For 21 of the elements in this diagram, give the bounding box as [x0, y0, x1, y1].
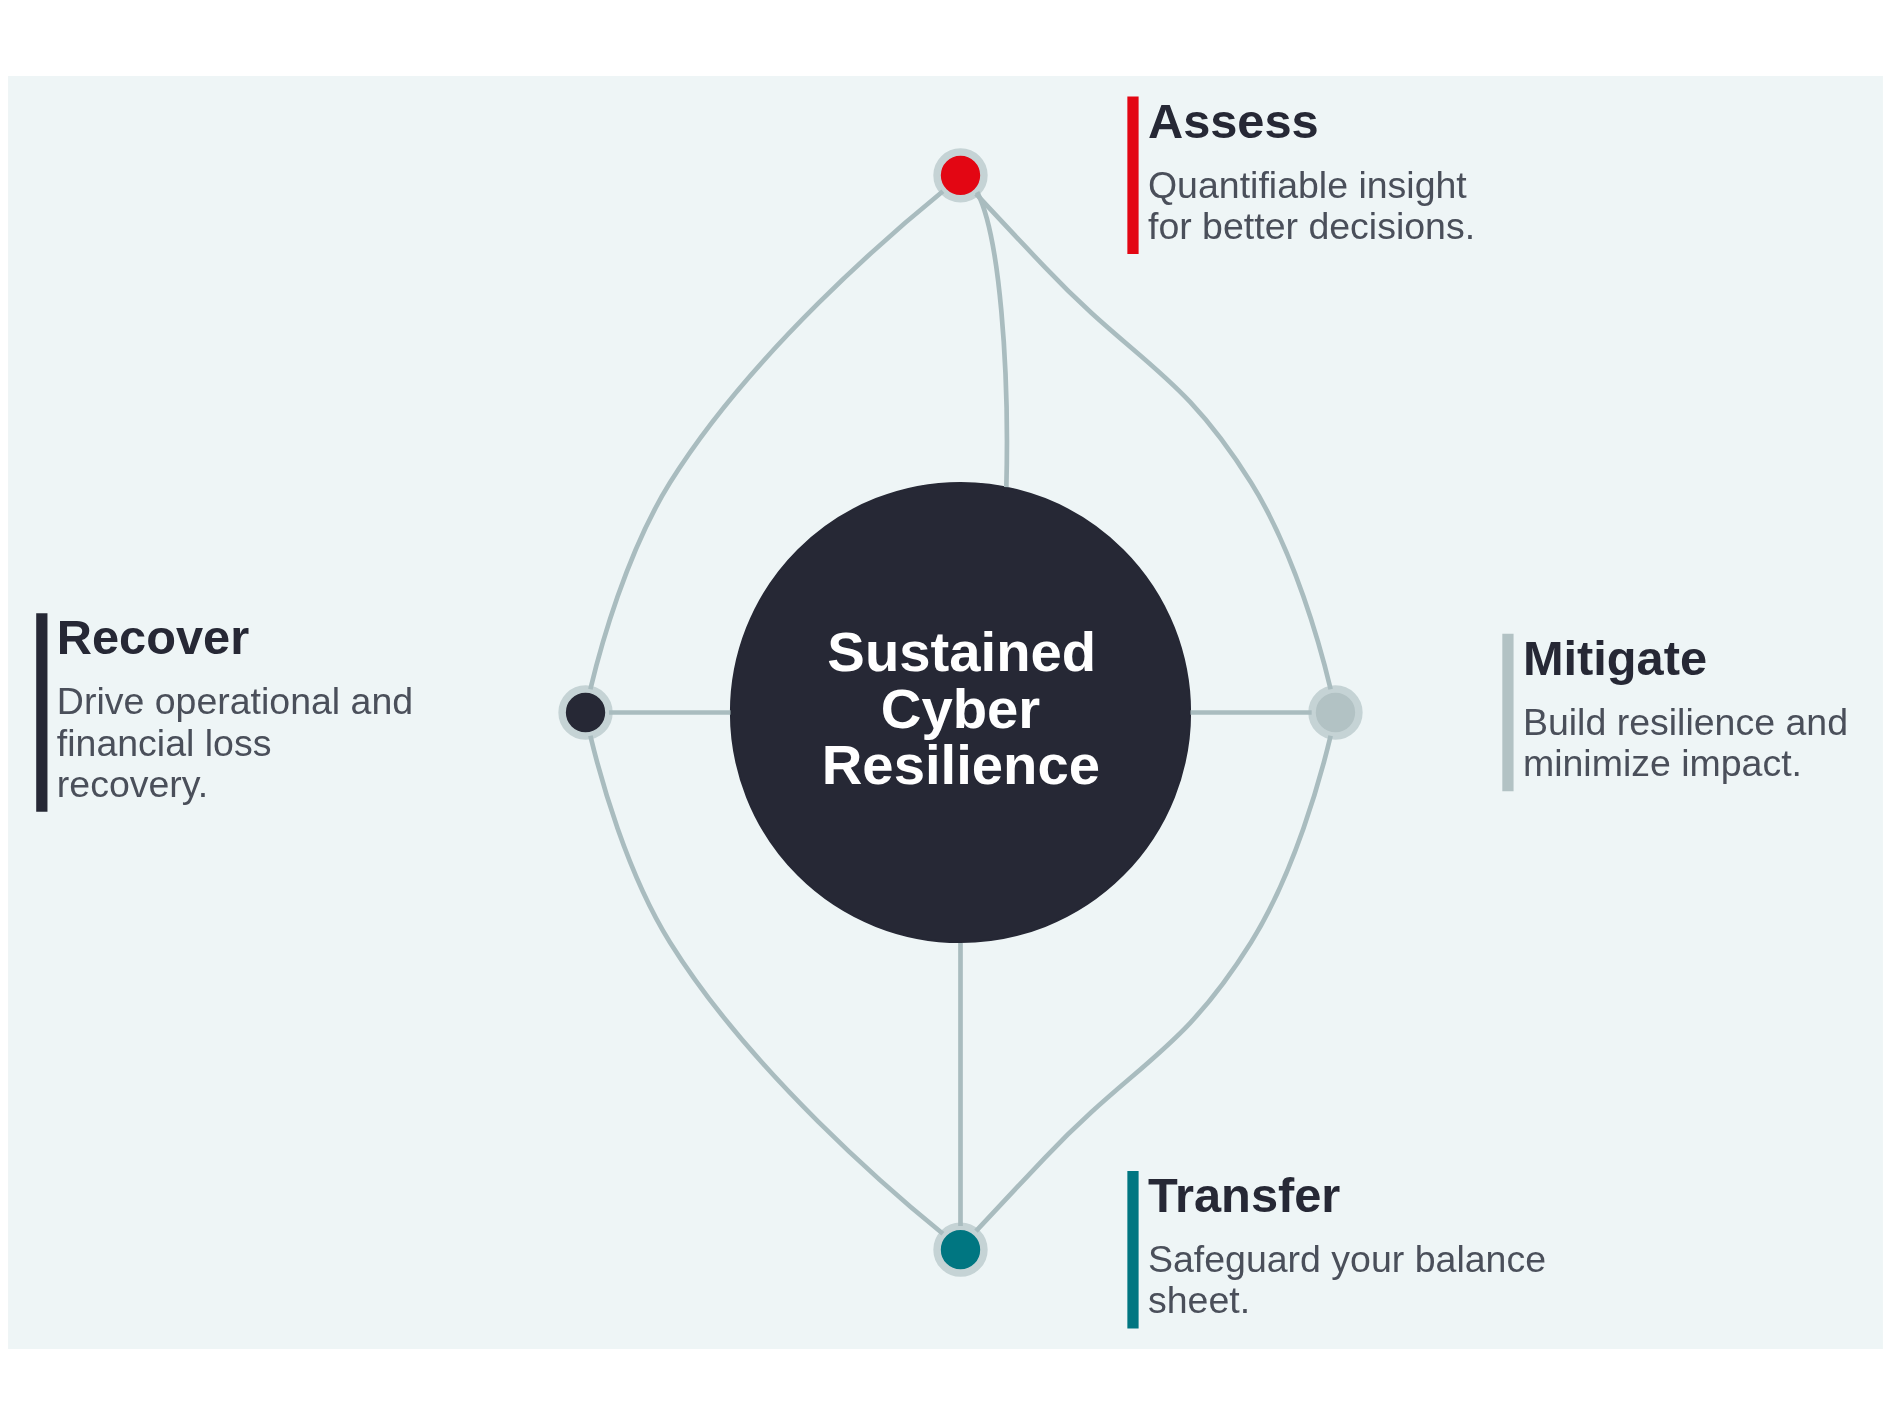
connector	[975, 191, 1010, 488]
connector	[974, 735, 1333, 1233]
connector	[1190, 710, 1312, 715]
node-label: Transfer	[1147, 1167, 1341, 1222]
node-circle	[933, 148, 988, 203]
node-label: Safeguard your balance sheet.	[1147, 1238, 1547, 1322]
node-label: Assess	[1147, 93, 1319, 148]
node-label: Quantifiable insight for better decisions.	[1147, 163, 1476, 248]
node-circle: Sustained Cyber Resilience	[729, 481, 1192, 944]
node-circle	[933, 1222, 988, 1277]
node-label: Recover	[56, 610, 250, 665]
connector	[608, 710, 731, 715]
node-circle	[558, 685, 613, 740]
connector	[974, 192, 1333, 690]
node-label: Mitigate	[1522, 630, 1708, 685]
node-label: Drive operational and financial loss recovery.	[56, 680, 414, 805]
connector	[958, 942, 963, 1226]
node-circle	[1308, 685, 1363, 740]
node-label: Build resilience and minimize impact.	[1522, 701, 1849, 785]
connector	[588, 735, 945, 1236]
connector	[588, 189, 945, 690]
